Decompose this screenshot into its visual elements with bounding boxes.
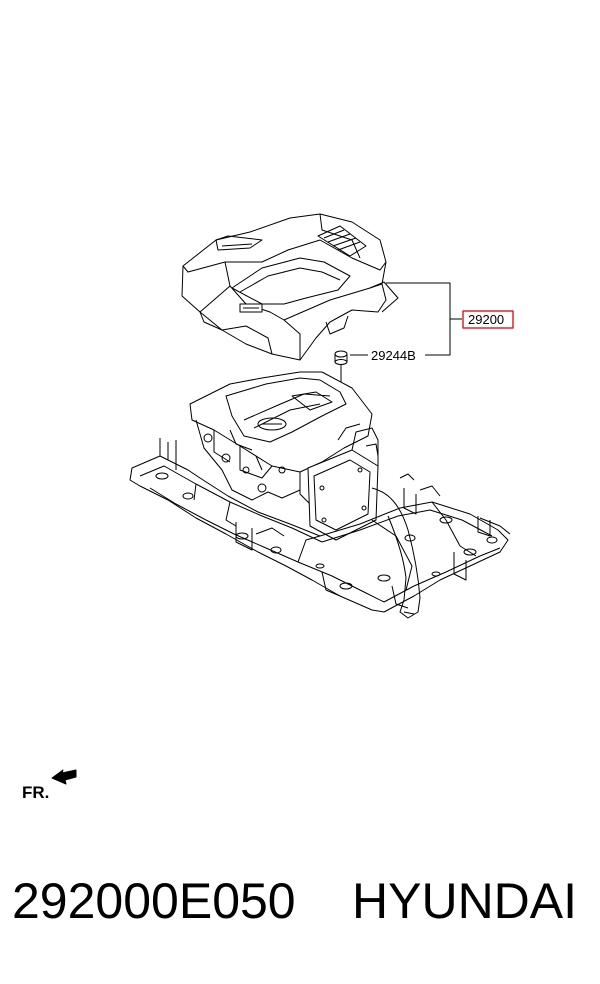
front-arrow-icon xyxy=(51,769,77,785)
highlight-box xyxy=(462,310,514,329)
engine-cover xyxy=(181,213,399,361)
callout-29200: 29200 xyxy=(468,312,504,327)
brand-name: HYUNDAI xyxy=(352,873,578,929)
callout-29244b: 29244B xyxy=(371,348,416,363)
motor-assembly xyxy=(189,371,421,619)
leader-lines xyxy=(350,282,462,356)
caption: 292000E050 HYUNDAI xyxy=(0,872,600,952)
direction-label: FR. xyxy=(22,783,49,802)
subframe xyxy=(129,438,511,613)
part-number: 292000E050 xyxy=(12,873,296,929)
